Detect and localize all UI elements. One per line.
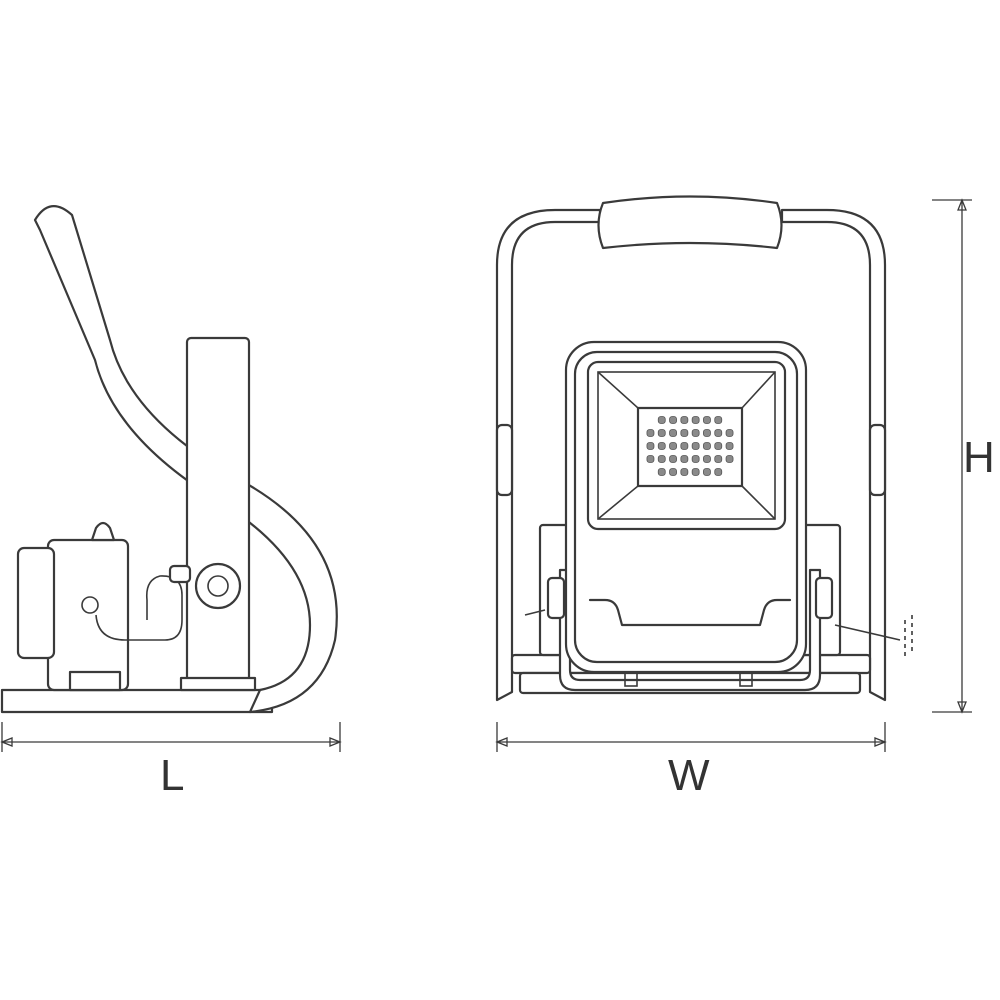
led-dot [657, 442, 666, 450]
led-dot [725, 442, 734, 450]
indicator-lamp [90, 521, 116, 542]
led-dot [657, 416, 666, 424]
led-dot [646, 455, 655, 463]
led-dot [669, 429, 677, 437]
led-dot [703, 442, 711, 450]
right-knob [814, 576, 834, 620]
led-dot [703, 455, 711, 463]
led-panel [636, 406, 744, 488]
left-knob [546, 576, 566, 620]
led-dot [646, 429, 655, 437]
mount-pole [185, 336, 251, 690]
led-dot [669, 442, 677, 450]
led-dot [725, 455, 734, 463]
led-dot [646, 442, 655, 450]
led-dot [725, 429, 734, 437]
length-label: L [160, 751, 184, 800]
height-label: H [963, 433, 995, 482]
led-dot [714, 416, 723, 424]
tilt-knob [194, 562, 242, 610]
led-dot [691, 442, 700, 450]
led-dot [669, 455, 677, 463]
frame-right [780, 208, 887, 702]
led-dot [691, 468, 700, 476]
height-dimension-line [932, 199, 972, 713]
led-dot [714, 429, 723, 437]
side-view [0, 205, 338, 714]
socket-box [46, 538, 130, 692]
pole-foot [179, 676, 257, 692]
housing-recess [588, 598, 792, 627]
led-dot [669, 468, 677, 476]
led-dot [714, 468, 723, 476]
led-dot [703, 468, 711, 476]
led-dot [657, 429, 666, 437]
socket-cover [16, 546, 56, 660]
led-dot [657, 455, 666, 463]
led-dot [691, 416, 700, 424]
width-label: W [668, 751, 710, 800]
led-dot [703, 416, 711, 424]
led-dot [680, 416, 689, 424]
led-dot [714, 442, 723, 450]
led-dot [703, 429, 711, 437]
led-dot [680, 429, 689, 437]
led-dot [691, 429, 700, 437]
led-array [646, 416, 734, 476]
dimension-lines [0, 198, 972, 752]
led-dot [691, 455, 700, 463]
front-view [495, 195, 913, 702]
base-plate [0, 688, 274, 714]
stand-bracket [558, 568, 822, 692]
socket-foot [68, 670, 122, 692]
led-dot [680, 468, 689, 476]
width-dimension-line [496, 722, 886, 752]
length-dimension-line [1, 722, 341, 752]
power-cable [95, 575, 183, 641]
led-dot [714, 455, 723, 463]
handle-grip [597, 195, 783, 250]
led-dot [657, 468, 666, 476]
led-dot [680, 442, 689, 450]
led-dot [680, 455, 689, 463]
led-dot [669, 416, 677, 424]
